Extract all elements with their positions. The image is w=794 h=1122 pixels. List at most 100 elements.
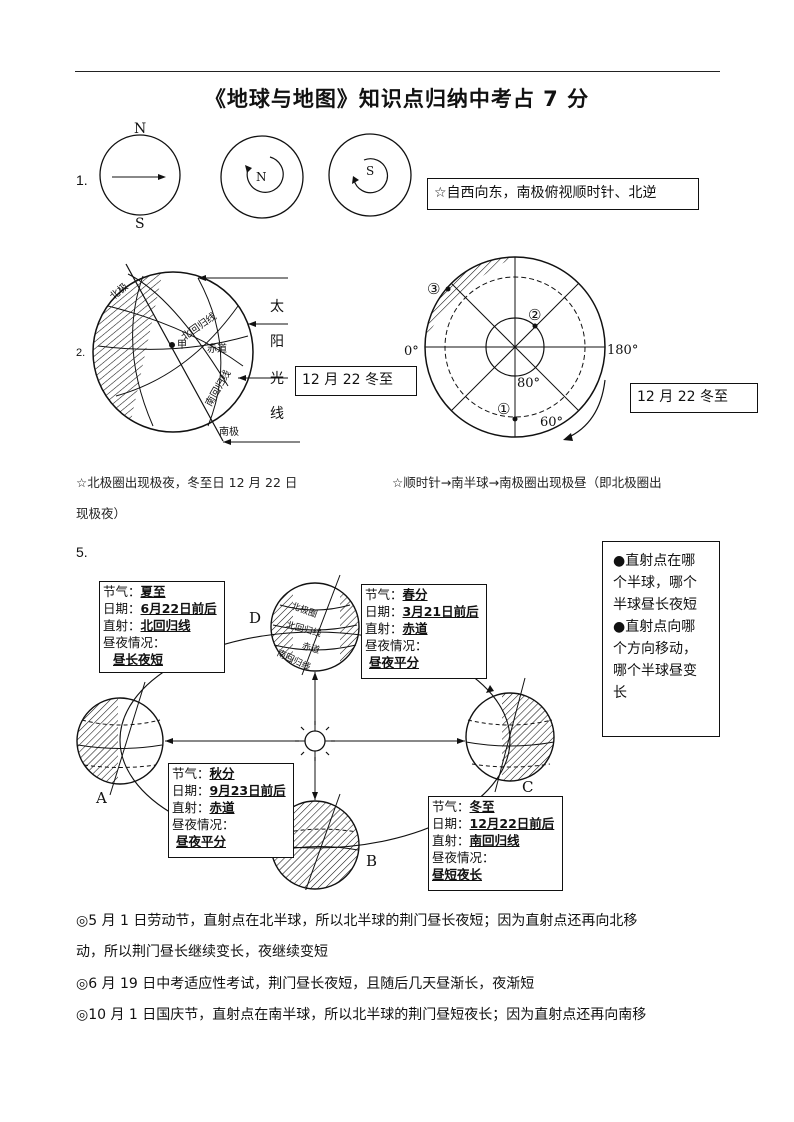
- position-label-d: D: [249, 609, 262, 627]
- winter-solstice-globe: [92, 263, 300, 445]
- rotation-rule-box: ☆自西向东，南极俯视顺时针、北逆: [427, 178, 699, 210]
- sunlight-char-3: 光: [270, 371, 284, 387]
- autumn-equinox-box: 节气：秋分 日期：9月23日前后 直射：赤道 昼夜情况： 昼夜平分: [168, 763, 294, 858]
- note-right: ☆顺时针→南半球→南极圈出现极昼（即北极圈出: [392, 475, 662, 490]
- paragraph-1-cont: 动，所以荆门昼长继续变长，夜继续变短: [76, 944, 328, 960]
- arrow-head-icon: [198, 275, 206, 281]
- globe3-south-label: S: [366, 164, 375, 178]
- date-key: 日期：: [103, 601, 141, 616]
- page-title: 《地球与地图》知识点归纳中考占 7 分: [204, 87, 590, 111]
- equator-label: 赤道: [207, 344, 227, 355]
- top-rule: [75, 71, 720, 72]
- polar-view-diagram: [424, 256, 606, 438]
- season-key: 节气：: [432, 799, 470, 814]
- daynight-key: 昼夜情况：: [365, 638, 428, 653]
- globe1-north-label: N: [134, 121, 147, 137]
- position-label-c: C: [522, 778, 534, 796]
- question-1: ●直射点在哪个半球，哪个半球昼长夜短: [613, 553, 697, 613]
- marker-1: ①: [497, 400, 511, 418]
- arrow-head-icon: [352, 176, 359, 184]
- latitude-line: [115, 305, 239, 397]
- globe-c: [465, 692, 555, 782]
- point-jia-label: 甲: [177, 340, 187, 351]
- earth-axis: [125, 263, 224, 442]
- degree-60-label: 60°: [540, 415, 564, 430]
- meridian-line: [197, 277, 222, 427]
- direct-value: 赤道: [209, 800, 235, 815]
- summer-solstice-box: 节气：夏至 日期：6月22日前后 直射：北回归线 昼夜情况： 昼长夜短: [99, 581, 225, 673]
- date-box-left: 12 月 22 冬至: [295, 366, 417, 396]
- date-value: 3月21日前后: [402, 604, 479, 619]
- sun-icon: [304, 730, 326, 752]
- globe-d: [270, 582, 360, 672]
- globe1-south-label: S: [135, 216, 145, 232]
- latitude-line: [127, 273, 229, 387]
- date-value: 6月22日前后: [140, 601, 217, 616]
- globe-side-view: [99, 134, 181, 216]
- globe-outline: [92, 271, 254, 433]
- date-key: 日期：: [365, 604, 403, 619]
- date-key: 日期：: [172, 783, 210, 798]
- direct-key: 直射：: [365, 621, 403, 636]
- season-value: 夏至: [140, 584, 166, 599]
- section-number-5: 5.: [76, 544, 88, 560]
- season-key: 节气：: [103, 584, 141, 599]
- marker-2: ②: [528, 306, 542, 324]
- note-left: ☆北极圈出现极夜，冬至日 12 月 22 日: [76, 475, 298, 490]
- sunlight-char-1: 太: [270, 299, 284, 315]
- daynight-value: 昼长夜短: [113, 652, 164, 667]
- degree-180-label: 180°: [607, 343, 639, 358]
- paragraph-2: ◎6 月 19 日中考适应性考试，荆门昼长夜短，且随后几天昼渐长，夜渐短: [76, 976, 535, 992]
- marker-3: ③: [427, 280, 441, 298]
- spring-equinox-box: 节气：春分 日期：3月21日前后 直射：赤道 昼夜情况： 昼夜平分: [361, 584, 487, 679]
- direct-key: 直射：: [172, 800, 210, 815]
- position-label-a: A: [96, 789, 107, 807]
- direct-key: 直射：: [103, 618, 141, 633]
- meridian-line: [132, 275, 154, 427]
- south-pole-label: 南极: [219, 427, 239, 438]
- daynight-value: 昼夜平分: [176, 834, 227, 849]
- season-value: 冬至: [469, 799, 495, 814]
- globe-a: [76, 697, 164, 785]
- sunlight-char-4: 线: [270, 406, 284, 422]
- note-left-continued: 现极夜）: [76, 506, 127, 521]
- arrow-head-icon: [238, 375, 246, 381]
- section-number-1: 1.: [76, 172, 88, 188]
- arrow-head-icon: [223, 439, 231, 445]
- arrow-head-icon: [245, 165, 252, 173]
- season-value: 春分: [402, 587, 428, 602]
- counterclockwise-arrow: [246, 156, 284, 193]
- globe2-north-label: N: [256, 170, 267, 184]
- paragraph-3: ◎10 月 1 日国庆节，直射点在南半球，所以北半球的荆门昼短夜长；因为直射点还…: [76, 1007, 647, 1023]
- position-label-b: B: [366, 852, 378, 870]
- degree-0-label: 0°: [404, 344, 419, 359]
- season-key: 节气：: [365, 587, 403, 602]
- latitude-line: [107, 305, 244, 367]
- section-number-2: 2.: [76, 347, 86, 359]
- question-2: ●直射点向哪个方向移动，哪个半球昼变长: [613, 619, 697, 701]
- sunlight-char-2: 阳: [270, 334, 284, 350]
- date-value: 12月22日前后: [469, 816, 555, 831]
- winter-solstice-box: 节气：冬至 日期：12月22日前后 直射：南回归线 昼夜情况： 昼短夜长: [428, 796, 563, 891]
- rotation-diagrams-1: [99, 134, 304, 219]
- question-box: ●直射点在哪个半球，哪个半球昼长夜短 ●直射点向哪个方向移动，哪个半球昼变长: [602, 541, 720, 737]
- daynight-key: 昼夜情况：: [172, 817, 235, 832]
- clockwise-arrow: [353, 158, 389, 194]
- date-box-right: 12 月 22 冬至: [630, 383, 758, 413]
- globe-south-view: [328, 133, 412, 217]
- globe-north-view: [220, 135, 304, 219]
- clockwise-curve-arrow: [563, 379, 606, 441]
- direct-key: 直射：: [432, 833, 470, 848]
- paragraph-1: ◎5 月 1 日劳动节，直射点在北半球，所以北半球的荆门昼长夜短；因为直射点还再…: [76, 913, 638, 929]
- direct-value: 赤道: [402, 621, 428, 636]
- daynight-value: 昼短夜长: [432, 867, 483, 882]
- daynight-key: 昼夜情况：: [432, 850, 495, 865]
- daynight-key: 昼夜情况：: [103, 635, 166, 650]
- arrow-head-icon: [248, 321, 256, 327]
- direct-value: 北回归线: [140, 618, 191, 633]
- globe-circle: [328, 133, 412, 217]
- season-key: 节气：: [172, 766, 210, 781]
- arrow-head-icon: [158, 174, 166, 180]
- latitude-line: [97, 335, 249, 350]
- daynight-value: 昼夜平分: [369, 655, 420, 670]
